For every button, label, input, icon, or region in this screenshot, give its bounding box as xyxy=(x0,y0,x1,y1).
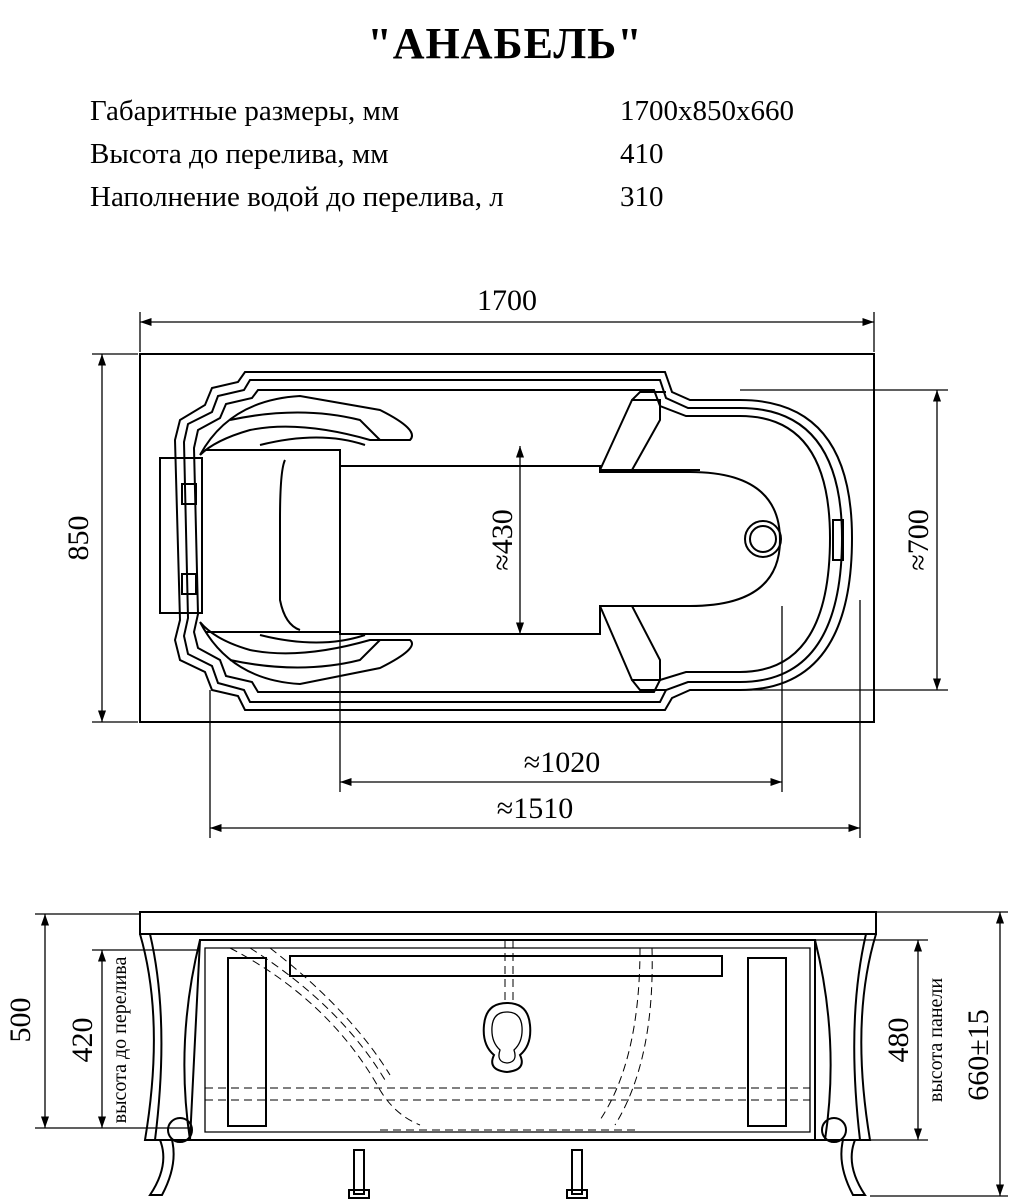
label-panel-height: высота панели xyxy=(925,978,947,1102)
top-view-dimensions xyxy=(92,312,948,838)
tub-outer-rim xyxy=(139,353,875,723)
bowl-bottom xyxy=(339,465,782,635)
spec-label: Наполнение водой до перелива, л xyxy=(90,181,504,213)
drain-inner xyxy=(749,525,777,553)
spec-value: 410 xyxy=(620,138,664,170)
step-lower xyxy=(599,605,661,681)
label-height-500: 500 xyxy=(4,998,37,1043)
label-total-height: 660±15 xyxy=(962,1009,995,1100)
spec-label: Высота до перелива, мм xyxy=(90,138,389,170)
step-upper xyxy=(599,399,661,471)
overflow-slot xyxy=(832,519,844,561)
spec-value: 310 xyxy=(620,181,664,213)
armrest-upper xyxy=(199,394,413,456)
top-view xyxy=(139,353,875,723)
label-inner-width-outer: ≈700 xyxy=(902,509,935,570)
spec-value: 1700x850x660 xyxy=(620,95,794,127)
foot-curl-left xyxy=(167,1117,193,1143)
label-width: 850 xyxy=(62,516,95,561)
front-left-wall xyxy=(139,933,201,1141)
drawing-title: "АНАБЕЛЬ" xyxy=(367,19,643,68)
front-view-dimensions xyxy=(35,911,1008,1197)
front-right-wall xyxy=(814,933,877,1141)
seat-area xyxy=(205,449,341,633)
bowl-contour-inner xyxy=(192,389,832,693)
support-leg-1 xyxy=(353,1149,365,1195)
label-inner-length-outer: ≈1510 xyxy=(497,792,573,825)
front-rim xyxy=(139,911,877,935)
front-top-bar xyxy=(289,955,723,977)
armrest-lower xyxy=(199,621,413,686)
front-ornament xyxy=(482,1001,532,1074)
control-slot-lower xyxy=(181,573,197,595)
label-length: 1700 xyxy=(477,284,537,317)
foot-curl-right xyxy=(821,1117,847,1143)
front-view-hidden-lines xyxy=(205,940,810,1131)
label-inner-length: ≈1020 xyxy=(524,746,600,779)
spec-label: Габаритные размеры, мм xyxy=(90,95,400,127)
drain-outer xyxy=(744,520,782,558)
label-overflow-height: высота до перелива xyxy=(109,957,131,1124)
label-inner-width: ≈430 xyxy=(486,509,519,570)
label-height-420: 420 xyxy=(66,1018,99,1063)
control-panel-block xyxy=(159,457,203,614)
label-height-480: 480 xyxy=(882,1018,915,1063)
front-view xyxy=(139,911,877,1199)
bowl-contour-middle xyxy=(182,379,844,703)
support-leg-2 xyxy=(571,1149,583,1195)
control-slot-upper xyxy=(181,483,197,505)
leg-right xyxy=(840,1139,867,1196)
leg-left xyxy=(148,1139,175,1196)
front-pillar-right xyxy=(747,957,787,1127)
bowl-contour-outer xyxy=(173,371,854,711)
front-pillar-left xyxy=(227,957,267,1127)
